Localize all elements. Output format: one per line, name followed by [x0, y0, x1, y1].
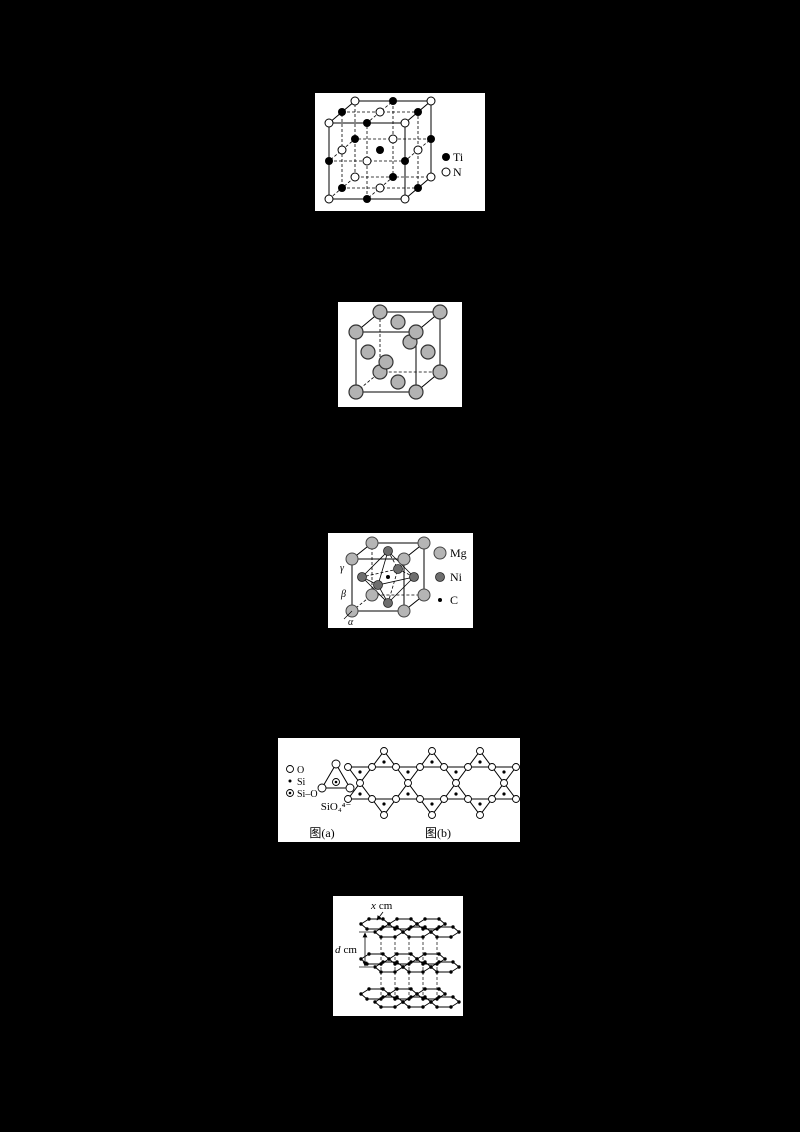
mgnic-atoms: [345, 536, 431, 618]
n-atom-icon: [441, 167, 451, 177]
mgnic-legend-ni-label: Ni: [450, 570, 463, 584]
o-atom-icon: [286, 765, 294, 773]
angle-alpha-label: α: [348, 617, 354, 628]
figure-fcc-crystal: [338, 302, 462, 407]
x-unit: cm: [379, 900, 393, 912]
octahedron-hidden-edges: [361, 550, 415, 604]
silicate-legend: O Si Si–O: [286, 765, 318, 800]
c-atom-icon: [438, 598, 442, 602]
mgnic-legend: Mg Ni C: [433, 546, 467, 607]
graphite-layers: [359, 917, 461, 1009]
tin-legend-n-label: N: [453, 165, 462, 179]
tin-legend: Ti N: [441, 150, 464, 179]
figure-tin-crystal: Ti N: [315, 93, 485, 211]
fcc-top-face: [355, 311, 442, 333]
mgnic-legend-mg-label: Mg: [450, 546, 467, 560]
alpha-angle-line: [343, 610, 353, 620]
tin-atoms: [324, 96, 436, 204]
si-atom-icon: [288, 779, 292, 783]
mgnic-top-face: [351, 542, 426, 560]
ni-atom-icon: [435, 572, 445, 582]
mgnic-crystal-diagram: α β γ Mg Ni C: [340, 536, 467, 628]
tin-legend-ti-label: Ti: [453, 150, 464, 164]
silicate-ring-band: [344, 747, 520, 819]
ti-atom-icon: [442, 153, 450, 161]
d-unit: cm: [344, 944, 358, 956]
silicate-legend-sio-label: Si–O: [297, 789, 318, 800]
silicate-legend-si-label: Si: [297, 777, 306, 788]
figure-mgnic-crystal: α β γ Mg Ni C: [328, 533, 473, 628]
figure-silicate: O Si Si–O SiO₄⁴⁻ 图(a) 图(b): [278, 738, 520, 842]
silicate-legend-o-label: O: [297, 765, 304, 776]
angle-beta-label: β: [340, 589, 346, 600]
fcc-atoms: [348, 304, 448, 400]
fcc-crystal-diagram: [348, 304, 448, 400]
mgnic-legend-c-label: C: [450, 593, 458, 607]
caption-fig-a: 图(a): [309, 826, 334, 840]
mg-atom-icon: [433, 546, 447, 560]
x-pointer-arrow: [376, 911, 384, 921]
sio4-tetrahedron: [317, 759, 355, 793]
angle-gamma-label: γ: [340, 563, 345, 574]
d-var: d: [335, 944, 341, 956]
x-var: x: [370, 900, 376, 912]
sio4-formula-label: SiO₄⁴⁻: [321, 801, 352, 813]
si-o-overlap-dot: [288, 791, 292, 795]
caption-fig-b: 图(b): [425, 826, 451, 840]
silicate-diagram: O Si Si–O SiO₄⁴⁻ 图(a) 图(b): [286, 747, 520, 840]
tin-crystal-diagram: Ti N: [324, 96, 464, 204]
